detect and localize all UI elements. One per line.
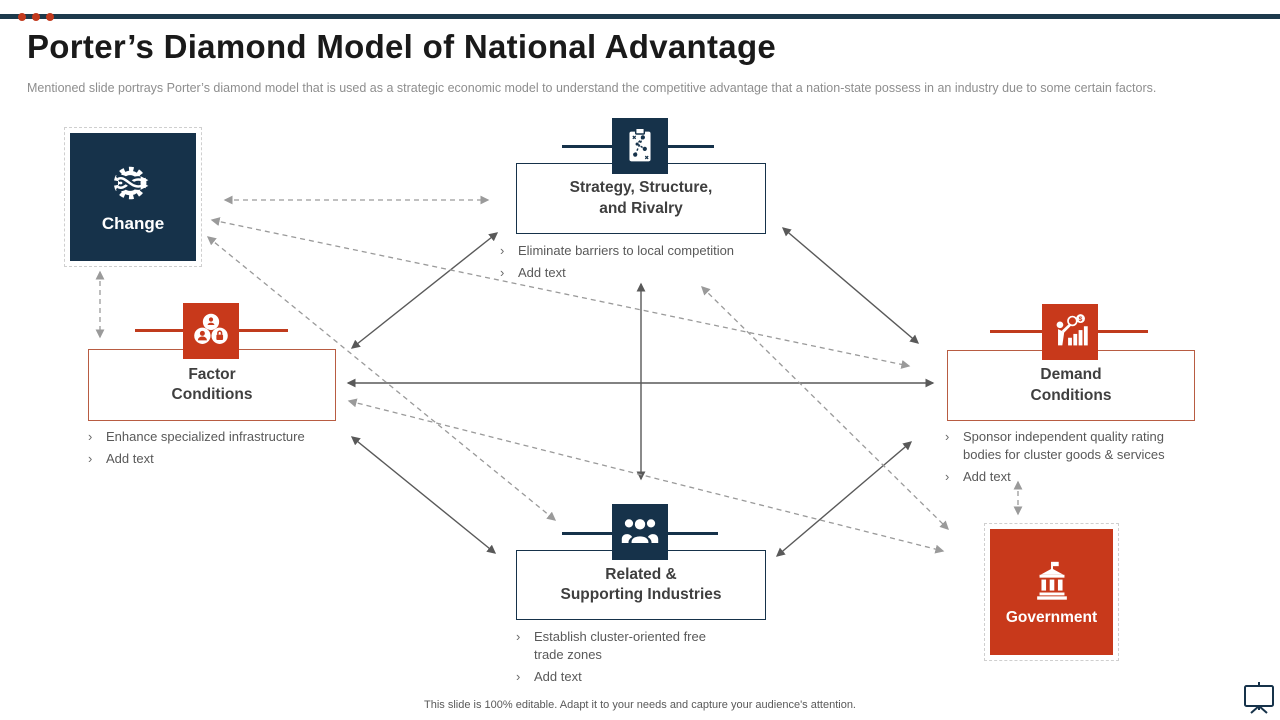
- change-node[interactable]: Change: [64, 127, 202, 267]
- accent-dot: [46, 13, 54, 21]
- bullet-text: Eliminate barriers to local competition: [518, 243, 735, 258]
- bullet-text: Enhance specialized infrastructure: [106, 429, 305, 444]
- bullet-text: Establish cluster-oriented free trade zo…: [534, 629, 706, 662]
- factor-title-line1: Factor: [188, 365, 236, 383]
- factor-title-line2: Conditions: [171, 386, 253, 403]
- arrow-strategy-government: [701, 286, 949, 530]
- related-box[interactable]: Related & Supporting Industries: [516, 550, 766, 620]
- bullet-marker: ›: [500, 243, 505, 258]
- bullet-text: Add text: [518, 264, 566, 280]
- demand-title-line1: Demand: [1040, 366, 1102, 384]
- arrow-demand-related: [775, 441, 913, 557]
- bullet-marker: ›: [945, 429, 950, 444]
- government-label: Government: [1005, 608, 1098, 626]
- bullet-text: Sponsor independent quality rating bodie…: [963, 429, 1165, 462]
- strategy-title-line2: and Rivalry: [599, 199, 683, 217]
- bullet-text: Add text: [106, 450, 154, 466]
- bullet-marker: ›: [516, 629, 521, 644]
- gear-change-icon: [113, 166, 149, 200]
- accent-dot: [18, 13, 26, 21]
- list-item: › Add text: [516, 668, 731, 686]
- related-bullets[interactable]: › Establish cluster-oriented free trade …: [516, 628, 731, 690]
- strategy-icon-badge[interactable]: [612, 118, 668, 174]
- related-icon-badge[interactable]: [612, 504, 668, 560]
- page-subtitle[interactable]: Mentioned slide portrays Porter’s diamon…: [27, 81, 1157, 95]
- factor-icon-badge[interactable]: [183, 303, 239, 359]
- list-item: › Add text: [500, 264, 830, 282]
- bullet-marker: ›: [500, 264, 505, 280]
- list-item: › Add text: [88, 450, 378, 468]
- demand-bullets[interactable]: › Sponsor independent quality rating bod…: [945, 428, 1195, 490]
- bullet-marker: ›: [516, 668, 521, 684]
- demand-box[interactable]: Demand Conditions: [947, 350, 1195, 421]
- svg-text:$: $: [1079, 316, 1083, 323]
- bullet-text: Add text: [534, 668, 582, 684]
- list-item: › Add text: [945, 468, 1195, 486]
- government-box: Government: [990, 529, 1113, 655]
- strategy-plan-icon: [629, 127, 651, 162]
- related-title-line2: Supporting Industries: [560, 586, 722, 603]
- presentation-board-icon[interactable]: [1240, 680, 1278, 716]
- bullet-marker: ›: [88, 429, 93, 444]
- bullet-marker: ›: [945, 468, 950, 484]
- strategy-bullets[interactable]: › Eliminate barriers to local competitio…: [500, 242, 830, 286]
- demand-title-line2: Conditions: [1030, 386, 1112, 404]
- related-title-line1: Related &: [605, 565, 677, 583]
- bullet-text: Add text: [963, 468, 1011, 484]
- growth-demand-icon: $: [1056, 314, 1088, 346]
- strategy-title-line1: Strategy, Structure,: [569, 179, 713, 197]
- factor-bullets[interactable]: › Enhance specialized infrastructure › A…: [88, 428, 378, 472]
- list-item: › Enhance specialized infrastructure: [88, 428, 378, 446]
- group-people-icon: [621, 519, 659, 544]
- government-building-icon: [1036, 561, 1067, 600]
- top-accent-bar: [0, 14, 1280, 19]
- factor-box[interactable]: Factor Conditions: [88, 349, 336, 421]
- footer-note: This slide is 100% editable. Adapt it to…: [424, 699, 856, 711]
- list-item: › Sponsor independent quality rating bod…: [945, 428, 1195, 464]
- bullet-marker: ›: [88, 450, 93, 466]
- resources-icon: [194, 313, 228, 344]
- arrow-strategy-factor: [350, 232, 499, 349]
- change-label: Change: [101, 214, 165, 233]
- government-node[interactable]: Government: [984, 523, 1119, 661]
- list-item: › Establish cluster-oriented free trade …: [516, 628, 731, 664]
- demand-icon-badge[interactable]: $: [1042, 304, 1098, 360]
- page-title[interactable]: Porter’s Diamond Model of National Advan…: [27, 28, 777, 65]
- list-item: › Eliminate barriers to local competitio…: [500, 242, 830, 260]
- accent-dot: [32, 13, 40, 21]
- change-box: Change: [70, 133, 196, 261]
